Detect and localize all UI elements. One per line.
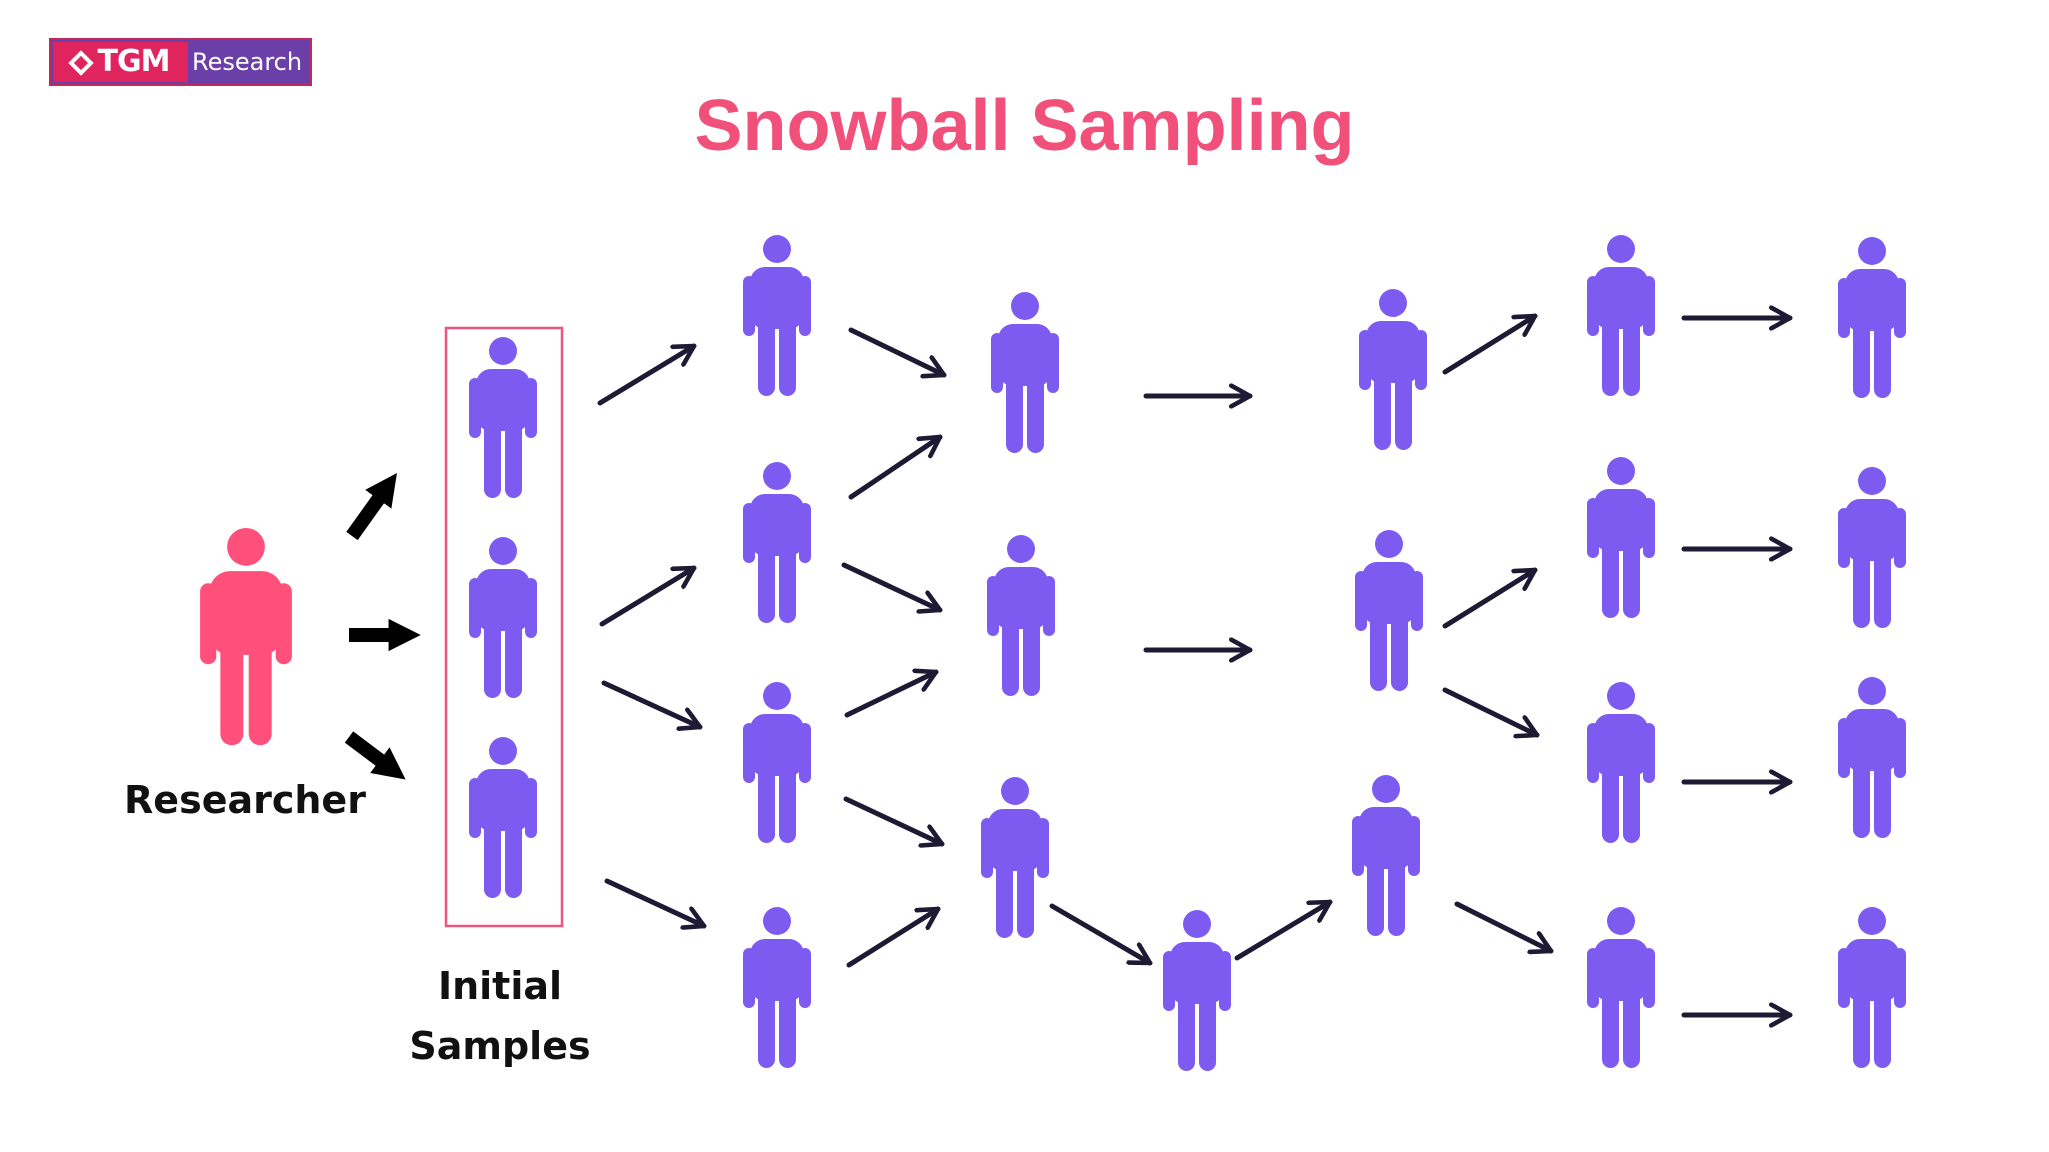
thick-arrow-icon [346,473,397,541]
referral-person-icon [1838,677,1906,838]
referral-person-icon [1163,910,1231,1071]
referral-person-icon [1359,289,1427,450]
initial-label-line2: Samples [409,1024,591,1068]
arrow-icon [848,434,943,500]
initial-sample-person-icon [469,337,537,498]
logo-brand: TGM [53,42,188,82]
referral-person-icon [1838,907,1906,1068]
arrow-icon [844,672,939,718]
researcher-person-icon [200,527,292,746]
referral-person-icon [1355,530,1423,691]
page-title: Snowball Sampling [694,86,1355,166]
arrow-icon [1442,687,1540,735]
logo-brand-text: TGM [97,44,171,79]
researcher-label: Researcher [124,778,366,822]
arrow-icon [1442,567,1538,629]
referral-person-icon [1838,237,1906,398]
arrow-icon [1234,899,1333,961]
arrow-icon [841,562,943,610]
initial-samples-label: Initial Samples [380,956,620,1076]
referral-person-icon [743,235,811,396]
initial-sample-person-icon [469,537,537,698]
referral-person-icon [1587,682,1655,843]
logo-suffix: Research [192,48,303,76]
arrow-icon [846,906,941,968]
referral-person-icon [743,462,811,623]
referral-person-icon [1587,235,1655,396]
arrow-icon [599,565,697,627]
arrow-icon [597,343,697,406]
referral-person-icon [1587,457,1655,618]
thick-arrow-icon [344,731,406,780]
arrow-icon [1454,901,1554,951]
arrow-icon [601,680,703,727]
arrow-icon [1442,313,1538,375]
referral-person-icon [981,777,1049,938]
referral-person-icon [1838,467,1906,628]
referral-person-icon [1587,907,1655,1068]
referral-person-icon [743,907,811,1068]
referral-person-icon [991,292,1059,453]
tgm-research-logo: TGM Research [49,38,312,86]
referral-person-icon [743,682,811,843]
arrow-icon [604,878,707,926]
arrow-icon [843,796,945,844]
arrow-icon [848,327,947,375]
initial-sample-person-icon [469,737,537,898]
initial-label-line1: Initial [437,964,563,1008]
referral-person-icon [987,535,1055,696]
arrow-icon [1049,903,1153,966]
initial-samples-box [444,326,564,928]
referral-person-icon [1352,775,1420,936]
